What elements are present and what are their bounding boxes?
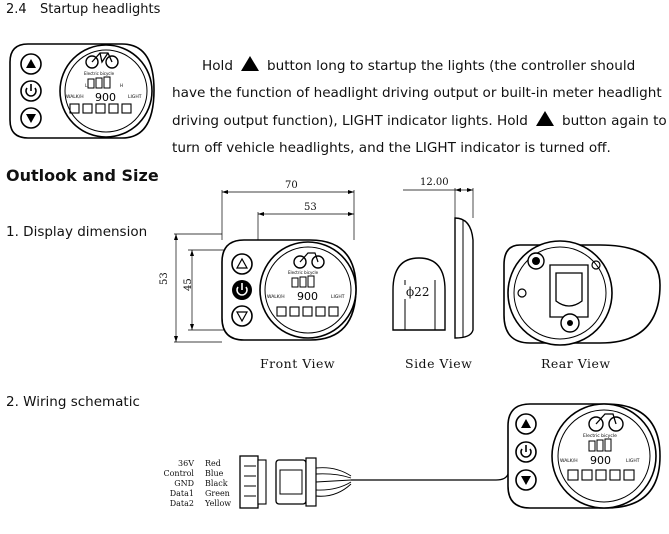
side-view-label: Side View	[405, 356, 473, 371]
svg-text:900: 900	[590, 454, 611, 467]
front-view-label: Front View	[260, 356, 336, 371]
dimension-height-total: 53	[159, 272, 170, 285]
wire-color: Green	[205, 489, 230, 498]
svg-text:900: 900	[95, 91, 116, 104]
svg-text:Electric bicycle: Electric bicycle	[583, 433, 617, 439]
bicycle-icon	[85, 52, 119, 69]
triangle-up-icon	[535, 111, 554, 126]
wire-signal: Data1	[169, 489, 194, 498]
wire-signal: 36V	[178, 459, 194, 468]
side-view-drawing	[392, 188, 474, 339]
svg-text:WALK/H: WALK/H	[560, 458, 578, 464]
instruction-line-3: driving output function), LIGHT indicato…	[172, 111, 667, 129]
wire-color: Black	[205, 479, 228, 488]
dimension-height-face: 45	[183, 278, 194, 291]
instruction-line-2: have the function of headlight driving o…	[172, 85, 662, 101]
wiring-signal-labels: 36V Control GND Data1 Data2	[160, 459, 194, 509]
svg-text:WALK/H: WALK/H	[267, 294, 285, 300]
outlook-heading: Outlook and Size	[6, 166, 159, 185]
dimension-side-depth: 12.00	[420, 177, 449, 188]
instruction-line-4: turn off vehicle headlights, and the LIG…	[172, 140, 611, 156]
dimension-width-total: 70	[285, 180, 298, 191]
wiring-diagram: Electric bicycle WALK/H 900 LIGHT	[239, 403, 661, 509]
display-dimension-label: 1. Display dimension	[6, 224, 148, 240]
svg-text:Electric bicycle: Electric bicycle	[84, 71, 115, 76]
connector-female	[275, 457, 317, 507]
svg-text:WALK/H: WALK/H	[66, 94, 84, 100]
wire-color: Red	[205, 459, 221, 468]
front-view-drawing: Electric bicycle WALK/H 900 LIGHT	[174, 190, 357, 343]
triangle-up-icon	[240, 56, 259, 71]
dimension-width-face: 53	[304, 202, 317, 213]
section-number: 2.4	[6, 2, 27, 17]
wire-color: Yellow	[205, 499, 232, 508]
triangle-up-icon	[26, 59, 36, 68]
display-unit-wiring: Electric bicycle WALK/H 900 LIGHT	[507, 403, 661, 509]
svg-text:LIGHT: LIGHT	[331, 294, 345, 300]
section-title: Startup headlights	[40, 2, 161, 17]
svg-text:L: L	[85, 83, 88, 88]
svg-text:LIGHT: LIGHT	[128, 94, 142, 100]
svg-text:LIGHT: LIGHT	[626, 458, 640, 464]
wiring-schematic-label: 2. Wiring schematic	[6, 394, 140, 410]
wire-signal: Control	[163, 469, 194, 478]
wire-signal: GND	[174, 479, 194, 488]
display-illustration-top: Electric bicycle L H WALK/H 900 LIGHT	[9, 43, 155, 139]
svg-text:900: 900	[297, 290, 318, 303]
wire-color: Blue	[205, 469, 224, 478]
rear-view-label: Rear View	[541, 356, 611, 371]
power-icon	[25, 84, 37, 97]
svg-text:Electric bicycle: Electric bicycle	[288, 270, 319, 275]
rear-view-drawing	[503, 240, 661, 346]
connector-male	[239, 455, 267, 509]
wiring-color-labels: Red Blue Black Green Yellow	[205, 459, 231, 509]
triangle-down-icon	[26, 114, 36, 123]
svg-text:H: H	[120, 83, 123, 88]
dimension-side-diameter: ϕ22	[404, 285, 432, 299]
wire-signal: Data2	[169, 499, 194, 508]
